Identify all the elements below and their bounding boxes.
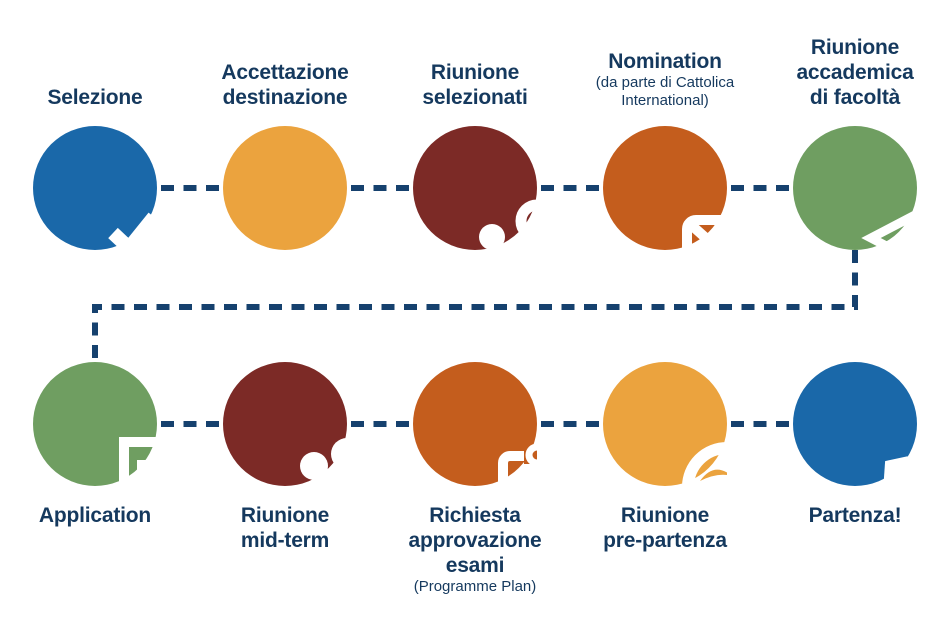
step-circle: [793, 362, 917, 486]
step-circle: [603, 126, 727, 250]
connector-wrap: [92, 250, 858, 358]
step-circle: [33, 126, 157, 250]
headset-support-icon: [603, 362, 727, 486]
step-sublabel-line: (da parte di Cattolica: [595, 74, 735, 91]
step-sublabel-line: International): [621, 92, 709, 109]
mail-forward-icon: [603, 126, 727, 250]
step-label-line: Riunione: [620, 504, 710, 527]
step-circle: [33, 362, 157, 486]
process-step: Selezione: [0, 0, 190, 250]
step-label-line: di facoltà: [809, 86, 901, 109]
step-sublabel-line: (Programme Plan): [413, 578, 537, 595]
step-label-line: esami: [445, 554, 505, 577]
step-label-line: Selezione: [47, 86, 143, 109]
checklist-icon: [33, 126, 157, 250]
step-label-line: Riunione: [430, 61, 520, 84]
step-label-line: Partenza!: [808, 504, 902, 527]
step-label-line: Application: [38, 504, 152, 527]
step-label-line: Richiesta: [429, 504, 521, 527]
meeting-icon: [223, 362, 347, 486]
process-step: Application: [0, 362, 190, 632]
graduation-cap-icon: [793, 126, 917, 250]
clipboard-check-icon: [413, 362, 537, 486]
group-icon: [413, 126, 537, 250]
step-label: Selezione: [47, 85, 142, 110]
step-label-line: Riunione: [810, 36, 900, 59]
document-signature-icon: [33, 362, 157, 486]
plane-departure-icon: [793, 362, 917, 486]
step-label: Partenza!: [809, 503, 902, 528]
step-label-line: selezionati: [422, 86, 528, 109]
step-circle: [223, 126, 347, 250]
step-label-line: Nomination: [608, 50, 722, 73]
step-label-line: mid-term: [240, 529, 330, 552]
step-label-line: accademica: [796, 61, 914, 84]
step-label: Application: [39, 503, 151, 528]
step-label-line: Accettazione: [221, 61, 349, 84]
step-circle: [603, 362, 727, 486]
step-circle: [223, 362, 347, 486]
step-label-line: destinazione: [222, 86, 348, 109]
process-step: Partenza!: [760, 362, 950, 632]
step-label-line: pre-partenza: [603, 529, 727, 552]
step-circle: [413, 126, 537, 250]
step-label-line: approvazione: [408, 529, 542, 552]
checkmark-icon: [223, 126, 347, 250]
step-circle: [793, 126, 917, 250]
step-circle: [413, 362, 537, 486]
step-label-line: Riunione: [240, 504, 330, 527]
